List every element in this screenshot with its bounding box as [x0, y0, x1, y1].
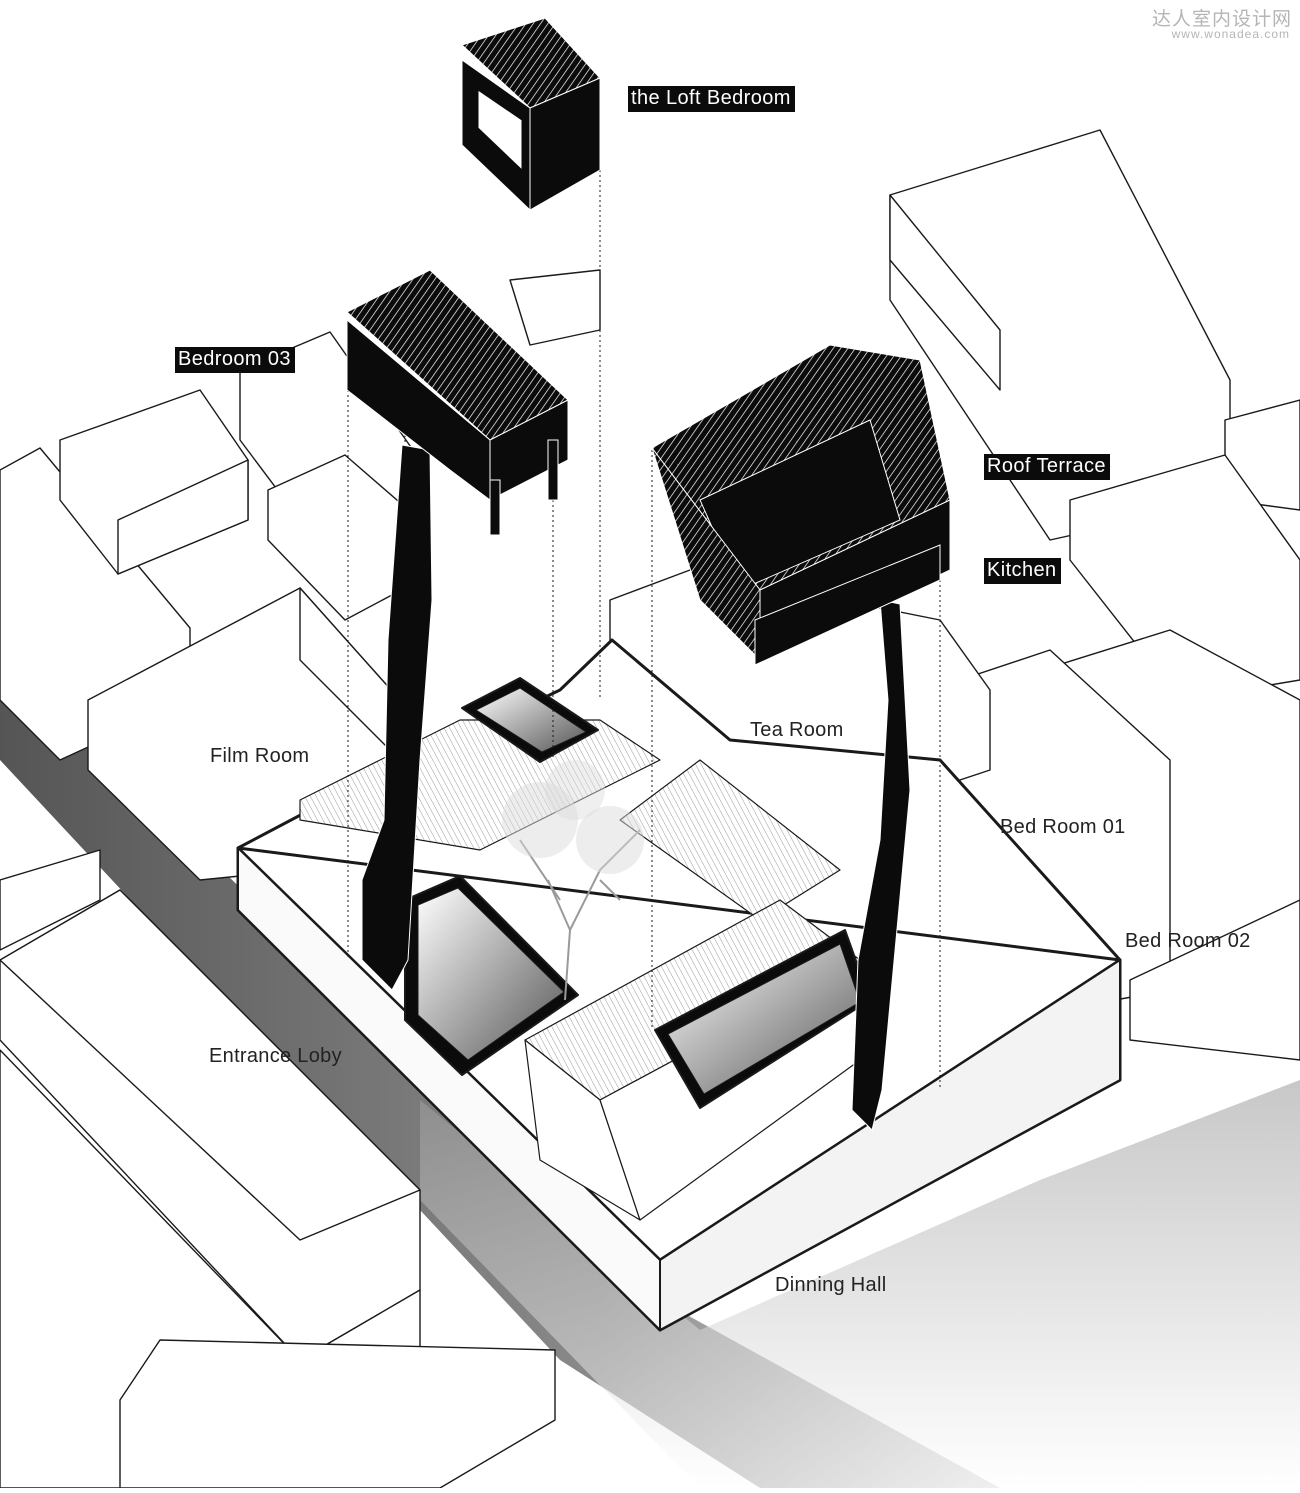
- loft-bedroom-volume: [461, 17, 601, 212]
- label-film-room: Film Room: [210, 745, 310, 767]
- label-bed-room-01: Bed Room 01: [1000, 816, 1126, 838]
- label-tea-room: Tea Room: [750, 719, 844, 741]
- tag-kitchen: Kitchen: [984, 558, 1061, 584]
- tag-roof-terrace: Roof Terrace: [984, 454, 1110, 480]
- tag-loft-bedroom: the Loft Bedroom: [628, 86, 795, 112]
- courtyard-house: [236, 638, 1122, 1332]
- label-bed-room-02: Bed Room 02: [1125, 930, 1251, 952]
- tower-columns: [361, 444, 911, 1131]
- tag-bedroom-03: Bedroom 03: [175, 347, 295, 373]
- label-dinning-hall: Dinning Hall: [775, 1274, 887, 1296]
- watermark-site-name: 达人室内设计网: [1151, 8, 1292, 30]
- ground-shadow: [420, 1080, 1300, 1488]
- context-buildings: [0, 129, 1300, 1489]
- roof-terrace-volume: [651, 344, 951, 666]
- courtyard-tree: [502, 760, 644, 1001]
- bedroom-03-volume: [346, 269, 569, 536]
- label-entrance-loby: Entrance Loby: [209, 1045, 342, 1067]
- watermark-url: www.wonadea.com: [1171, 27, 1290, 41]
